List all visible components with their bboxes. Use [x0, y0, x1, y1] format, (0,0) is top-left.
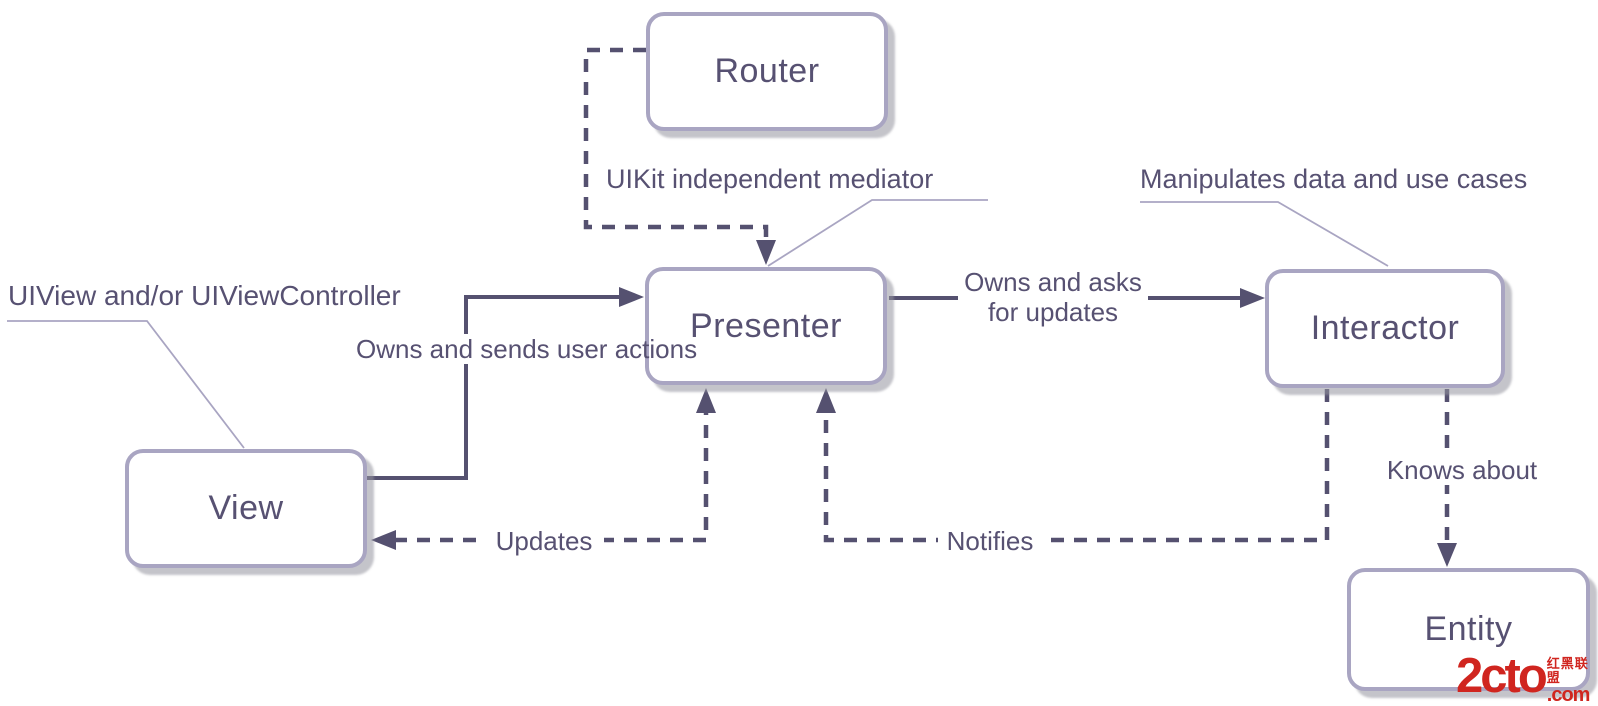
- node-router-label: Router: [714, 52, 820, 90]
- node-view: View: [125, 449, 367, 568]
- arrowhead-into-presenter-left: [619, 287, 644, 307]
- annotation-knows-about: Knows about: [1383, 456, 1541, 485]
- annotation-notifies: Notifies: [938, 527, 1042, 556]
- callout-line-manipulates: [1140, 201, 1389, 267]
- arrowhead-updates-into-presenter-bottom: [696, 388, 716, 413]
- annotation-uikit-mediator: UIKit independent mediator: [606, 164, 934, 194]
- watermark-tld: .com: [1546, 684, 1591, 706]
- watermark-brand: 2cto: [1456, 649, 1548, 703]
- node-presenter: Presenter: [645, 267, 887, 385]
- callout-line-uiview: [7, 320, 245, 449]
- arrowhead-into-presenter-top: [756, 240, 776, 265]
- node-interactor-label: Interactor: [1310, 309, 1460, 347]
- annotation-manipulates-data: Manipulates data and use cases: [1140, 164, 1528, 194]
- annotation-owns-asks-for-updates: Owns and asks for updates: [958, 267, 1148, 327]
- arrowhead-updates-into-view: [371, 530, 396, 550]
- arrowhead-notifies-into-presenter-bottom: [816, 388, 836, 413]
- arrowhead-into-interactor-left: [1240, 288, 1265, 308]
- node-view-label: View: [208, 489, 284, 527]
- arrowhead-into-entity-top: [1437, 543, 1457, 567]
- dashed-router-to-presenter: [583, 47, 769, 240]
- node-entity-label: Entity: [1424, 610, 1513, 648]
- annotation-owns-sends-user-actions: Owns and sends user actions: [356, 334, 698, 364]
- node-entity: Entity: [1347, 568, 1590, 691]
- node-router: Router: [646, 12, 888, 131]
- callout-line-uikit-mediator: [767, 199, 988, 267]
- annotation-updates: Updates: [484, 527, 604, 556]
- node-interactor: Interactor: [1265, 269, 1505, 388]
- dashed-notifies-interactor-presenter: [823, 389, 1330, 543]
- annotation-uiview-controller: UIView and/or UIViewController: [8, 280, 401, 311]
- node-presenter-label: Presenter: [690, 306, 842, 345]
- arrow-view-to-presenter: [367, 295, 619, 480]
- watermark-cn-label: 红黑联盟: [1546, 656, 1589, 685]
- watermark-2cto: 2cto 红黑联盟 .com: [1456, 649, 1598, 706]
